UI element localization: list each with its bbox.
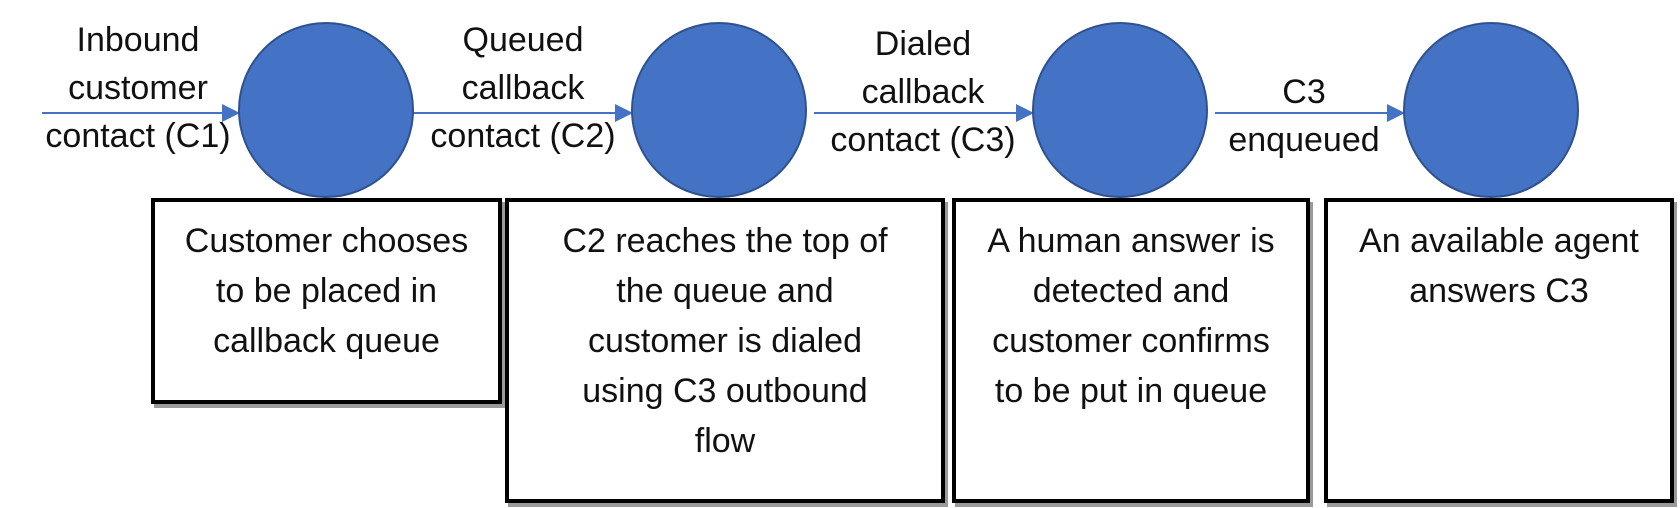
step-box-3: A human answer is detected and customer … [952, 198, 1310, 503]
arrow-1-head [222, 104, 240, 122]
arrow-2-head [615, 104, 633, 122]
node-2 [631, 22, 807, 198]
step-box-4: An available agent answers C3 [1324, 198, 1674, 503]
edge-label-dialed: Dialed callback contact (C3) [830, 25, 1016, 159]
node-3 [1032, 22, 1208, 198]
node-1 [238, 22, 414, 198]
node-4 [1403, 22, 1579, 198]
step-box-1: Customer chooses to be placed in callbac… [151, 198, 502, 404]
edge-label-queued: Queued callback contact (C2) [430, 21, 616, 155]
arrow-3-head [1016, 104, 1034, 122]
step-box-2: C2 reaches the top of the queue and cust… [505, 198, 945, 503]
edge-label-inbound: Inbound customer contact (C1) [45, 21, 231, 155]
arrow-4-head [1387, 104, 1405, 122]
edge-label-enqueued: C3 enqueued [1228, 73, 1380, 159]
